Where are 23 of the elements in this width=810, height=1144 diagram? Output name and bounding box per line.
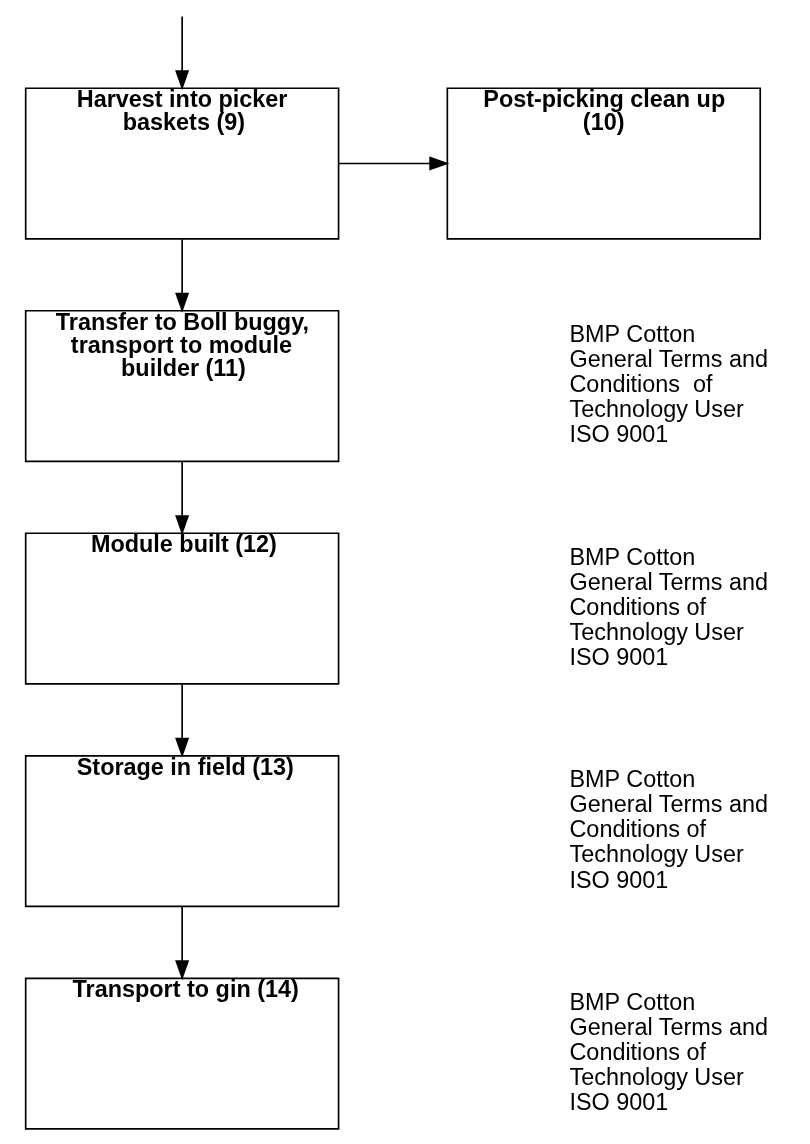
node-label: General Terms and Conditions of Technology User (568, 1013, 768, 1090)
node-box: Harvest into picker baskets (9) (24, 87, 339, 240)
arrow (174, 906, 189, 981)
arrow (337, 156, 449, 171)
node-box: Module built (12) (24, 532, 339, 685)
node-box: Transport to gin (14) (24, 977, 339, 1130)
node-label: General Terms and Conditions of Technology User (568, 346, 768, 423)
node-label: General Terms and Conditions of Technology User (568, 568, 768, 645)
node-label: BMP Cotton (568, 988, 695, 1015)
arrow (174, 15, 189, 91)
node-label: BMP Cotton (568, 766, 695, 793)
node-box: Transfer to Boll buggy, transport to module builder (11) (24, 309, 339, 463)
arrow (174, 238, 189, 313)
arrow (174, 461, 189, 536)
node-box: Post-picking clean up (10) (446, 87, 761, 240)
node-label: ISO 9001 (568, 1089, 668, 1116)
node-label: General Terms and Conditions of Technology User (568, 791, 768, 868)
arrow (174, 683, 189, 758)
node-label: BMP Cotton (568, 321, 695, 348)
node-label: ISO 9001 (568, 421, 668, 448)
node-box: Storage in field (13) (24, 754, 339, 908)
node-label: BMP Cotton (568, 543, 695, 570)
node-label: ISO 9001 (568, 866, 668, 893)
